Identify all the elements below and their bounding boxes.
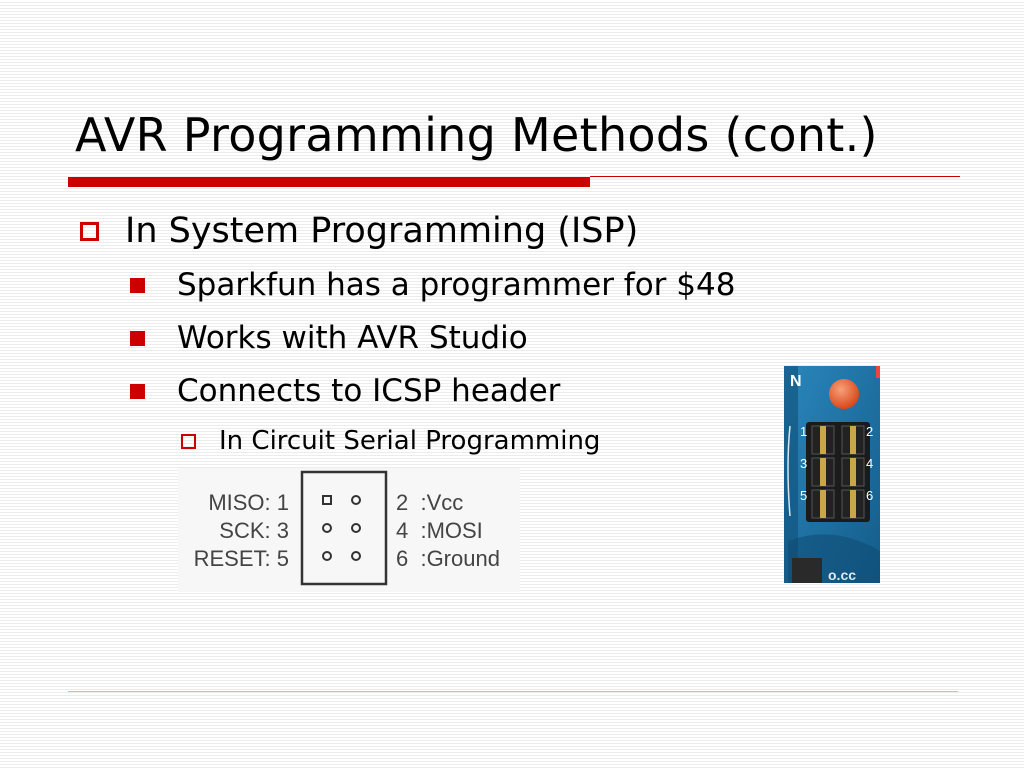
bullet-isp-text: In System Programming (ISP) (125, 211, 639, 251)
pin-label-miso: MISO: 1 (208, 490, 289, 515)
pcb-edge-shadow (784, 366, 798, 583)
board-pin-5: 5 (800, 488, 807, 503)
bullet-icsp-meaning-text: In Circuit Serial Programming (219, 426, 601, 456)
header-pin (850, 426, 856, 454)
bullet-sparkfun-text: Sparkfun has a programmer for $48 (177, 267, 736, 303)
pin-label-ground: 6 :Ground (396, 546, 500, 571)
board-pin-6: 6 (866, 488, 873, 503)
board-pin-4: 4 (866, 456, 873, 471)
pin-4-pad (351, 523, 361, 533)
solid-square-bullet-icon (130, 277, 145, 293)
black-component (792, 558, 822, 583)
slide-title: AVR Programming Methods (cont.) (75, 108, 878, 162)
pin-6-pad (351, 551, 361, 561)
pin-1-square-pad (322, 495, 332, 505)
header-outline (300, 470, 388, 586)
header-pin (820, 458, 826, 486)
icsp-pinout-diagram: MISO: 1 SCK: 3 RESET: 5 2 :Vcc 4 :MOSI 6… (178, 468, 520, 592)
board-edge-text: N (790, 373, 802, 390)
hollow-square-bullet-icon (80, 221, 99, 241)
board-url-text: o.cc (828, 567, 856, 583)
board-red-edge (876, 366, 880, 378)
bullet-avr-studio: Works with AVR Studio (130, 318, 528, 358)
header-pin (820, 490, 826, 518)
pin-label-sck: SCK: 3 (219, 518, 289, 543)
pin-5-pad (322, 551, 332, 561)
pin-label-reset: RESET: 5 (194, 546, 289, 571)
pin-label-mosi: 4 :MOSI (396, 518, 483, 543)
board-pin-3: 3 (800, 456, 807, 471)
title-underline-thin (590, 176, 960, 177)
header-pin (850, 490, 856, 518)
board-pin-1: 1 (800, 424, 807, 439)
bullet-icsp-header: Connects to ICSP header (130, 371, 560, 411)
footer-divider (68, 691, 958, 692)
hollow-square-bullet-icon (181, 433, 196, 449)
bullet-avr-studio-text: Works with AVR Studio (177, 320, 528, 356)
solid-square-bullet-icon (130, 383, 145, 399)
title-underline-thick (68, 177, 590, 187)
pin-3-pad (322, 523, 332, 533)
bullet-icsp-header-text: Connects to ICSP header (177, 373, 561, 409)
board-pin-2: 2 (866, 424, 873, 439)
pin-2-pad (351, 495, 361, 505)
header-pin (850, 458, 856, 486)
header-pin (820, 426, 826, 454)
reset-button-icon (829, 379, 859, 409)
arduino-icsp-photo: N 1 3 5 2 4 6 o. (784, 366, 880, 583)
pin-label-vcc: 2 :Vcc (396, 490, 463, 515)
bullet-icsp-meaning: In Circuit Serial Programming (181, 422, 600, 460)
solid-square-bullet-icon (130, 330, 145, 346)
silkscreen-outline (787, 425, 791, 517)
bullet-sparkfun: Sparkfun has a programmer for $48 (130, 265, 735, 305)
bullet-isp: In System Programming (ISP) (80, 207, 638, 255)
